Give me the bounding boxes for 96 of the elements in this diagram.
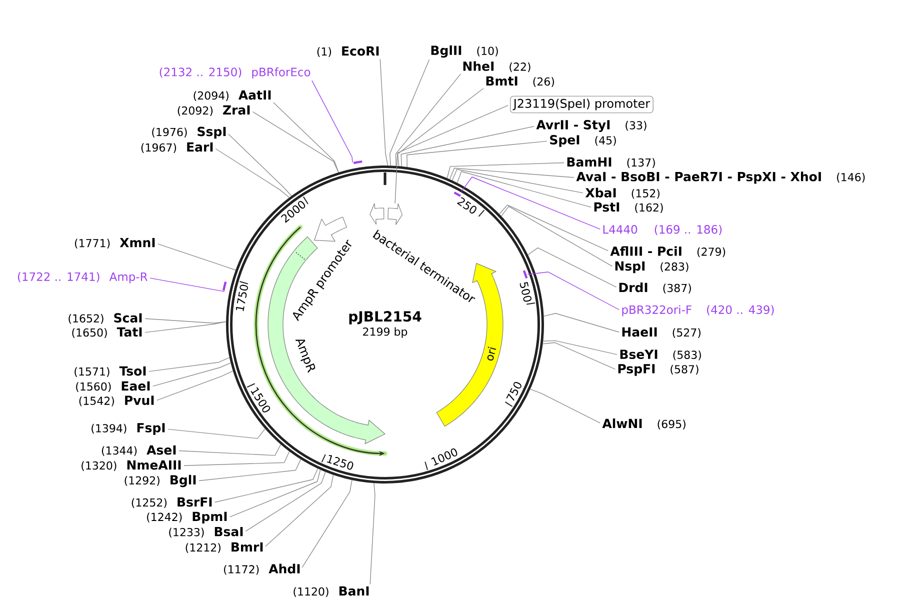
enzyme-site-label: (1571) TsoI — [74, 366, 146, 377]
leader-line — [184, 451, 290, 466]
leader-line — [499, 204, 609, 252]
primer-label: L4440 (169 .. 186) — [603, 224, 722, 236]
leader-line — [150, 278, 225, 292]
scale-label: 1750 — [236, 284, 248, 312]
leader-line — [449, 168, 574, 180]
leader-line — [542, 342, 616, 370]
enzyme-site-label: (1) EcoRI — [317, 46, 379, 57]
enzyme-site-label: (2092) ZraI — [178, 105, 250, 116]
leader-line — [215, 148, 290, 198]
leader-line — [273, 102, 339, 173]
leader-line — [370, 482, 376, 585]
enzyme-site-label: (1172) AhdI — [224, 564, 300, 575]
leader-line — [500, 206, 613, 267]
enzyme-site-label: (1967) EarI — [141, 142, 213, 153]
leader-line — [397, 88, 484, 166]
enzyme-site-label: BmtI (26) — [486, 76, 554, 87]
leader-line — [456, 171, 592, 208]
enzyme-site-label: (1212) BmrI — [186, 542, 263, 553]
enzyme-site-label: (1292) BglI — [124, 474, 196, 488]
enzyme-site-label: HaeII (527) — [622, 327, 700, 338]
leader-line — [168, 428, 266, 439]
leader-line — [148, 357, 230, 372]
enzyme-site-label: AlwNI (695) — [602, 418, 686, 430]
enzyme-site-label: (1542) PvuI — [79, 396, 154, 406]
enzyme-site-label: BamHI (137) — [567, 157, 655, 168]
enzyme-site-label: NheI (22) — [463, 61, 530, 72]
enzyme-site-label: XbaI (152) — [585, 188, 660, 199]
enzyme-site-label: AvrII - StyI (33) — [536, 120, 646, 132]
enzyme-site-label: NspI (283) — [615, 261, 688, 274]
primer-label: (1722 .. 1741) Amp-R — [18, 272, 148, 284]
promoter-feature — [388, 203, 402, 225]
primer-mark — [522, 270, 528, 279]
primer-mark — [353, 160, 362, 164]
enzyme-site-label: AflIII - PciI (279) — [610, 246, 726, 258]
leader-line — [198, 458, 302, 482]
leader-line — [461, 176, 600, 230]
enzyme-site-label: (1976) SspI — [152, 126, 226, 139]
leader-line — [302, 480, 352, 568]
enzyme-site-label: (1771) XmnI — [74, 238, 155, 249]
leader-line — [400, 126, 534, 167]
enzyme-site-label: (2094) AatII — [194, 90, 271, 101]
enzyme-site-label: (1120) BanI — [294, 586, 369, 597]
enzyme-site-label: (1242) BpmI — [147, 512, 227, 524]
leader-line — [542, 340, 618, 355]
enzyme-site-label: AvaI - BsoBI - PaeR7I - PspXI - XhoI (146) — [576, 172, 865, 184]
enzyme-site-label: SpeI (45) — [550, 135, 616, 147]
leader-line — [446, 162, 564, 178]
scale-label: 500 — [520, 282, 532, 302]
primer-label: pBR322ori-F (420 .. 439) — [622, 305, 774, 316]
primer-label: (2132 .. 2150) pBRforEco — [160, 67, 310, 79]
scale-label: 1000 — [431, 448, 458, 466]
scale-label: 1250 — [326, 455, 354, 470]
leader-line — [406, 140, 548, 168]
leader-line — [530, 388, 601, 424]
leader-line — [452, 169, 584, 194]
leader-line — [395, 74, 462, 166]
feature-label: AmpR — [295, 340, 316, 373]
enzyme-site-label: BglII (10) — [431, 45, 498, 58]
leader-line — [178, 444, 282, 456]
leader-line — [214, 468, 318, 503]
leader-line — [144, 318, 226, 324]
leader-line — [245, 472, 326, 532]
leader-line — [394, 104, 509, 204]
leader-line — [144, 321, 226, 333]
primer-mark — [454, 192, 461, 197]
leader-line — [265, 474, 334, 547]
enzyme-site-label: (1560) EaeI — [76, 381, 150, 392]
leader-line — [228, 134, 292, 196]
scale-label: 250 — [457, 197, 476, 214]
enzyme-site-label: DrdI (387) — [619, 282, 691, 294]
enzyme-site-label: (1233) BsaI — [169, 527, 243, 538]
enzyme-site-label: PspFI (587) — [618, 364, 698, 376]
enzyme-site-label: PstI (162) — [594, 202, 663, 213]
enzyme-site-label: (1320) NmeAIII — [82, 460, 181, 471]
leader-line — [158, 244, 236, 270]
leader-line — [152, 362, 232, 386]
leader-line — [312, 80, 353, 163]
enzyme-site-label: (1652) ScaI — [68, 313, 142, 324]
scale-label: 750 — [506, 382, 522, 401]
leader-line — [252, 111, 339, 173]
enzyme-site-label: (1650) TatI — [72, 327, 142, 338]
enzyme-site-label: (1252) BsrFI — [132, 497, 212, 508]
leader-line — [230, 469, 321, 518]
primer-mark — [222, 282, 227, 291]
feature-callout: J23119(SpeI) promoter — [510, 96, 654, 114]
leader-line — [528, 247, 617, 288]
leader-line — [380, 58, 388, 166]
enzyme-site-label: BseYI (583) — [620, 350, 701, 360]
leader-line — [527, 272, 620, 310]
enzyme-site-label: (1344) AseI — [102, 445, 176, 456]
leader-line — [156, 370, 234, 401]
enzyme-site-label: (1394) FspI — [92, 423, 165, 435]
leader-line — [543, 313, 620, 332]
leader-line — [390, 59, 430, 166]
